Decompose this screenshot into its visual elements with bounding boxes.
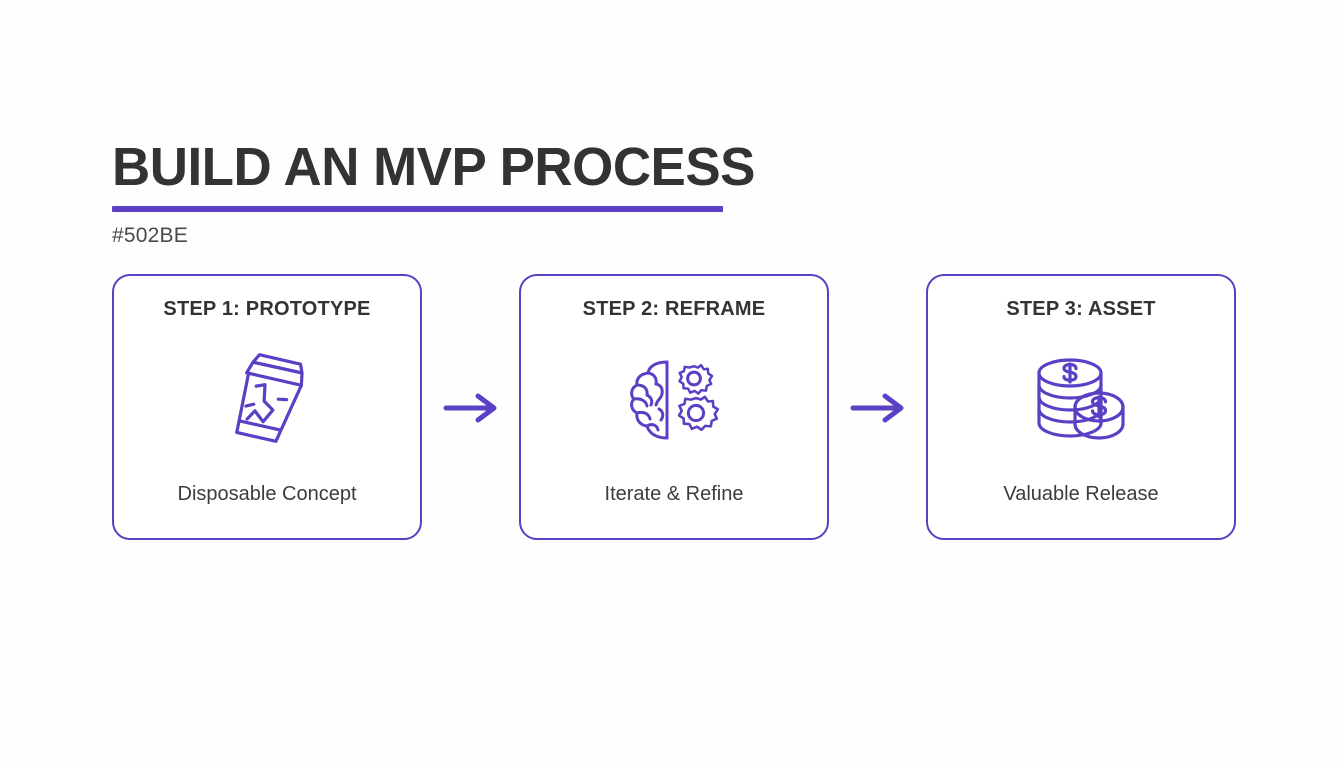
arrow-right-icon-1 bbox=[425, 274, 517, 542]
step-card-2-caption: Iterate & Refine bbox=[604, 483, 744, 505]
step-card-1[interactable]: STEP 1: PROTOTYPE bbox=[112, 274, 422, 540]
step-card-1-title: STEP 1: PROTOTYPE bbox=[163, 298, 371, 320]
step-card-3-caption: Valuable Release bbox=[1003, 483, 1159, 505]
arrow-right-icon-2 bbox=[832, 274, 924, 542]
crumpled-paper-cup-icon bbox=[126, 321, 408, 483]
step-card-2-title: STEP 2: REFRAME bbox=[582, 298, 766, 320]
process-flow: STEP 1: PROTOTYPE bbox=[112, 274, 1236, 542]
step-card-2[interactable]: STEP 2: REFRAME bbox=[519, 274, 829, 540]
step-card-3[interactable]: STEP 3: ASSET bbox=[926, 274, 1236, 540]
page-title: BUILD AN MVP PROCESS bbox=[112, 137, 755, 197]
title-underline-rule bbox=[112, 206, 723, 212]
brain-gears-icon bbox=[533, 321, 815, 483]
step-card-1-caption: Disposable Concept bbox=[177, 483, 357, 505]
coin-stack-icon bbox=[940, 321, 1222, 483]
page-subtitle: #502BE bbox=[112, 224, 188, 247]
slide-header: BUILD AN MVP PROCESS #502BE bbox=[112, 140, 812, 248]
step-card-3-title: STEP 3: ASSET bbox=[1006, 298, 1156, 320]
